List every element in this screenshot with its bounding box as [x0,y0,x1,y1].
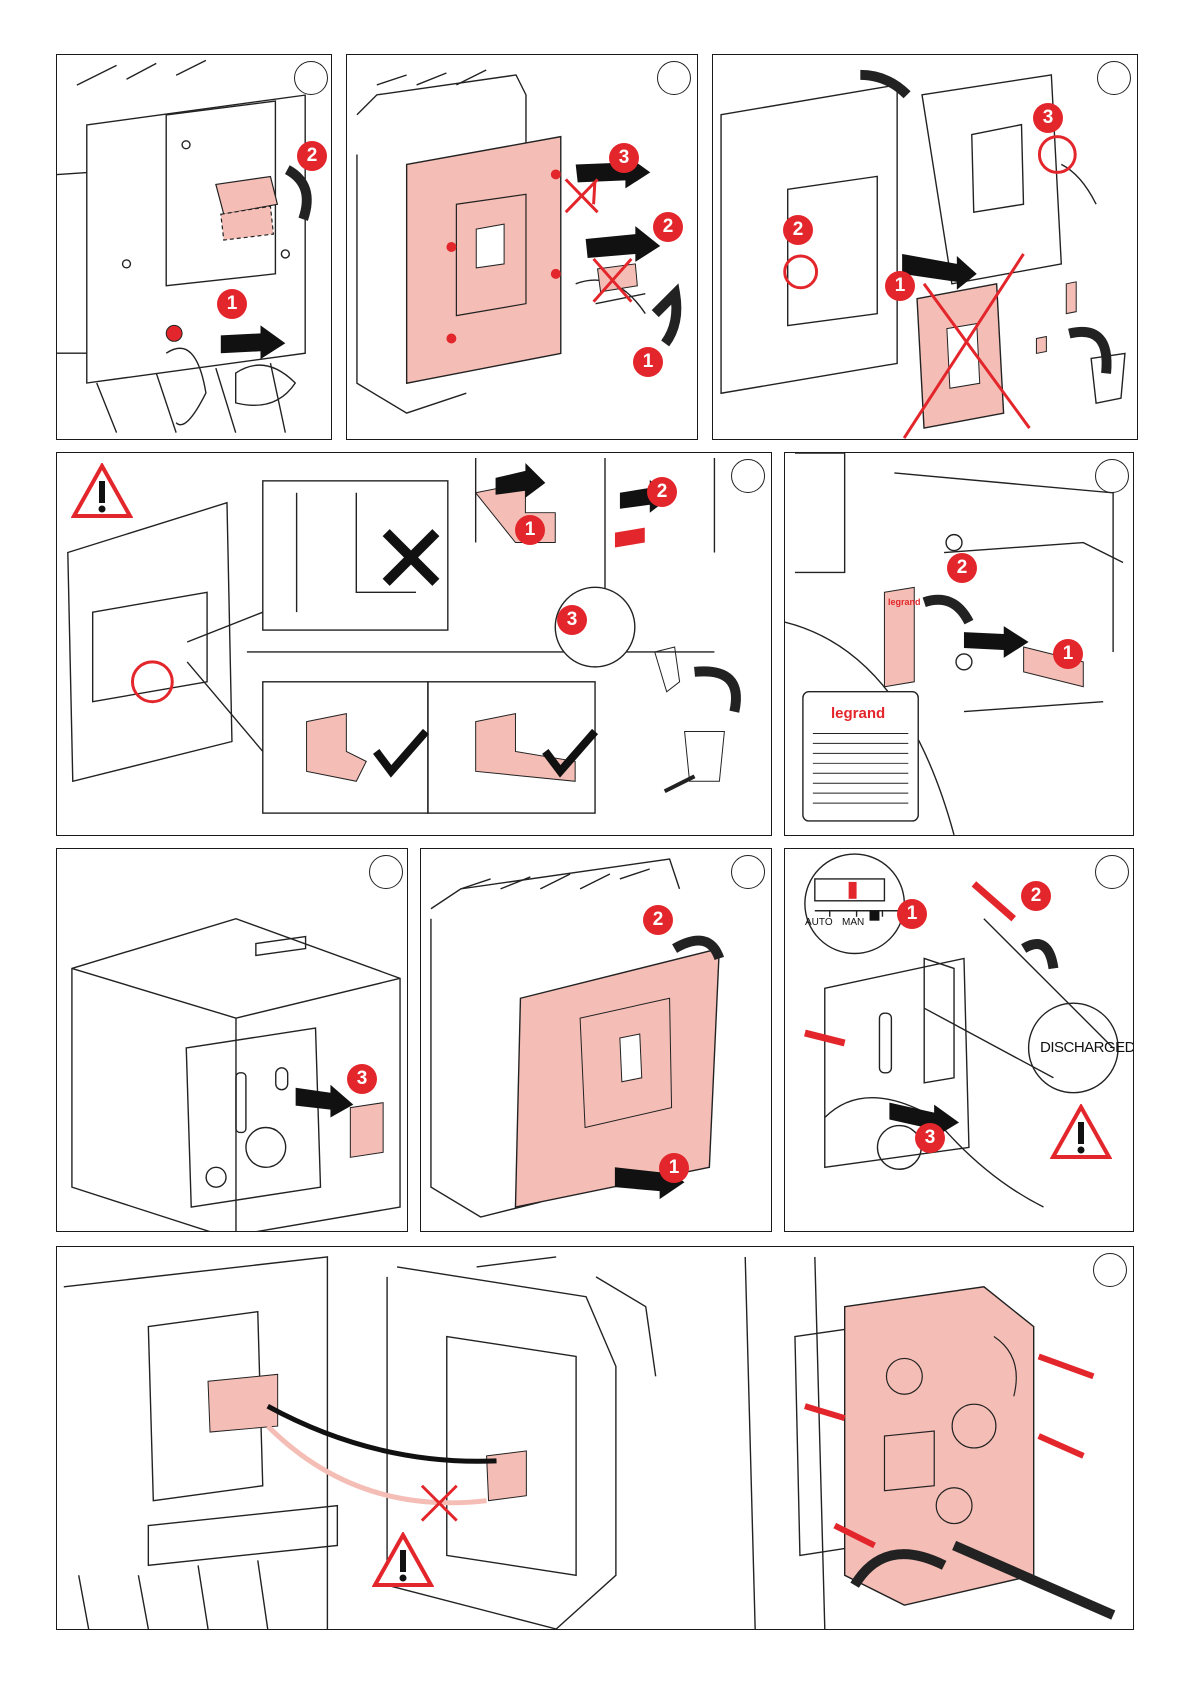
step-number-badge: 2 [643,905,673,935]
legrand-logo-small: legrand [888,597,921,607]
cover-discard-illustration [713,55,1137,439]
step-number-badge: 1 [515,515,545,545]
step-indicator-circle [369,855,403,889]
warning-triangle-icon [372,1532,434,1588]
step-indicator-circle [731,855,765,889]
step-indicator-circle [294,61,328,95]
selector-label-man: MAN [842,917,864,928]
step-number-badge: 2 [947,553,977,583]
motor-operator-illustration [57,849,407,1231]
cover-fit-illustration [421,849,771,1231]
step-number-badge: 1 [1053,639,1083,669]
step-number-badge: 3 [557,605,587,635]
legrand-label-illustration [785,453,1133,835]
step-panel-1: 1 2 [56,54,332,440]
cover-removal-illustration [347,55,697,439]
step-number-badge: 2 [783,215,813,245]
step-number-badge: 1 [217,289,247,319]
breaker-handle-illustration [57,55,331,439]
step-panel-2: 3 2 1 [346,54,698,440]
step-number-badge: 2 [297,141,327,171]
selector-label-auto: AUTO [805,917,833,928]
step-number-badge: 2 [647,477,677,507]
step-indicator-circle [731,459,765,493]
discharged-label: DISCHARGED [1040,1039,1134,1056]
legrand-logo-card: legrand [831,705,885,722]
step-panel-7: 2 1 [420,848,772,1232]
step-number-badge: 2 [653,212,683,242]
locking-clip-illustration [57,453,771,835]
step-panel-5: legrand legrand 2 1 [784,452,1134,836]
step-number-badge: 3 [347,1064,377,1094]
step-number-badge: 1 [885,271,915,301]
step-number-badge: 3 [915,1123,945,1153]
step-panel-3: 3 2 1 [712,54,1138,440]
step-panel-8: AUTO MAN DISCHARGED 1 2 3 [784,848,1134,1232]
step-number-badge: 1 [897,899,927,929]
step-indicator-circle [1093,1253,1127,1287]
step-indicator-circle [1095,459,1129,493]
step-indicator-circle [1097,61,1131,95]
step-number-badge: 1 [633,347,663,377]
step-number-badge: 2 [1021,881,1051,911]
step-indicator-circle [1095,855,1129,889]
step-number-badge: 3 [1033,103,1063,133]
step-number-badge: 1 [659,1153,689,1183]
warning-triangle-icon [71,463,133,519]
warning-triangle-icon [1050,1104,1112,1160]
motor-assembly-illustration [57,1247,1133,1629]
step-panel-6: 3 [56,848,408,1232]
step-panel-9 [56,1246,1134,1630]
step-number-badge: 3 [609,143,639,173]
step-panel-4: 1 2 3 [56,452,772,836]
step-indicator-circle [657,61,691,95]
